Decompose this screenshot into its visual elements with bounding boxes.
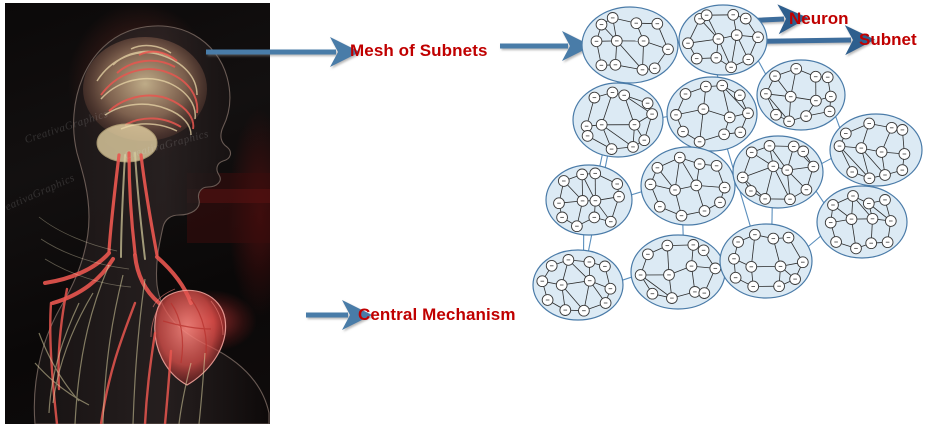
subnet-node[interactable] bbox=[756, 59, 846, 131]
subnet-node[interactable] bbox=[545, 164, 633, 236]
subnet-link bbox=[757, 59, 767, 76]
neuron-link bbox=[640, 274, 673, 299]
label-neuron: Neuron bbox=[789, 9, 849, 28]
neuron-link bbox=[765, 93, 790, 122]
subnet-node[interactable] bbox=[816, 185, 908, 259]
neuron-link bbox=[616, 40, 643, 71]
subnet-link bbox=[806, 234, 823, 249]
subnet-node[interactable] bbox=[732, 135, 824, 209]
subnet-node[interactable] bbox=[666, 76, 758, 152]
anatomy-photo: CreativaGraphics CreativaGraphics Creati… bbox=[5, 3, 270, 424]
subnet-node[interactable] bbox=[581, 6, 679, 84]
subnet-node[interactable] bbox=[630, 234, 726, 310]
subnet-link bbox=[834, 114, 841, 130]
subnet-node[interactable] bbox=[532, 249, 624, 321]
neuron-link bbox=[601, 124, 634, 148]
label-mesh-of-subnets: Mesh of Subnets bbox=[350, 41, 488, 60]
neuron-link bbox=[721, 85, 749, 114]
label-subnet: Subnet bbox=[859, 30, 917, 49]
subnet-link bbox=[814, 189, 826, 205]
neuron-link bbox=[772, 166, 791, 200]
subnet-node[interactable] bbox=[829, 113, 923, 187]
neuron-link bbox=[860, 147, 886, 176]
label-central-mechanism: Central Mechanism bbox=[358, 305, 516, 324]
subnet-ellipse bbox=[732, 135, 824, 209]
subnet-node[interactable] bbox=[640, 146, 736, 226]
anatomy-illustration bbox=[33, 25, 270, 424]
subnet-node[interactable] bbox=[572, 82, 664, 158]
neuron-link bbox=[839, 145, 870, 179]
subnet-layer bbox=[532, 4, 923, 321]
subnet-node[interactable] bbox=[719, 223, 813, 299]
subnet-node[interactable] bbox=[678, 4, 768, 76]
